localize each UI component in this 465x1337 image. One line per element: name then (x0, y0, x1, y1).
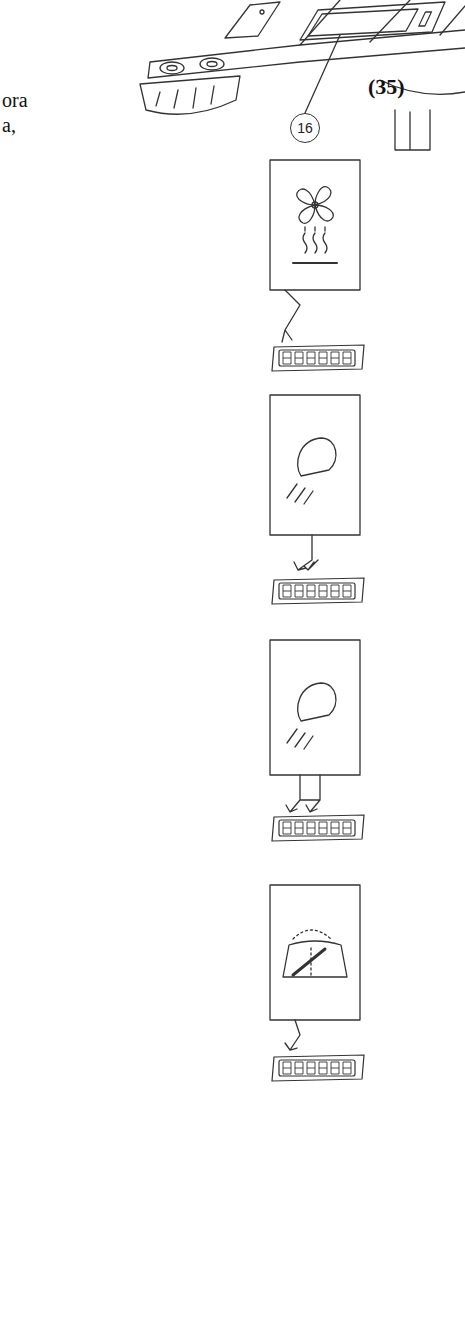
segment-display (272, 1055, 364, 1081)
fog-lamp-icon (287, 683, 336, 749)
icon-box (270, 885, 360, 1020)
pointer-arrow (286, 775, 320, 812)
icon-box (270, 395, 360, 535)
segment-display (272, 578, 364, 604)
segment-display (272, 815, 364, 841)
icon-box (270, 160, 360, 290)
vent (140, 76, 240, 114)
knob-center (207, 62, 217, 67)
callout-number: 16 (297, 121, 313, 135)
display-button (419, 12, 432, 26)
knob (200, 58, 224, 70)
panel-edge (300, 0, 465, 45)
adjacent-text: a, (2, 115, 16, 135)
adjacent-text: ora (2, 90, 28, 110)
callout-circle: 16 (290, 113, 320, 143)
wiper-washer-icon (283, 930, 347, 977)
pointer-arrow (294, 535, 318, 570)
knob (160, 62, 184, 74)
segment-display (272, 345, 364, 371)
vent-slats (156, 86, 214, 108)
card (225, 2, 280, 38)
fog-lamp-icon (287, 438, 336, 504)
icon-box (270, 640, 360, 775)
display-window (308, 9, 418, 36)
reference-number: (35) (368, 76, 405, 98)
knob-center (167, 66, 177, 71)
fan-heat-icon (293, 187, 337, 263)
leader-line (305, 35, 340, 113)
display-housing (300, 2, 445, 40)
pointer-arrow (285, 1020, 300, 1050)
card-hole (260, 10, 264, 14)
pointer-arrow (282, 290, 300, 342)
